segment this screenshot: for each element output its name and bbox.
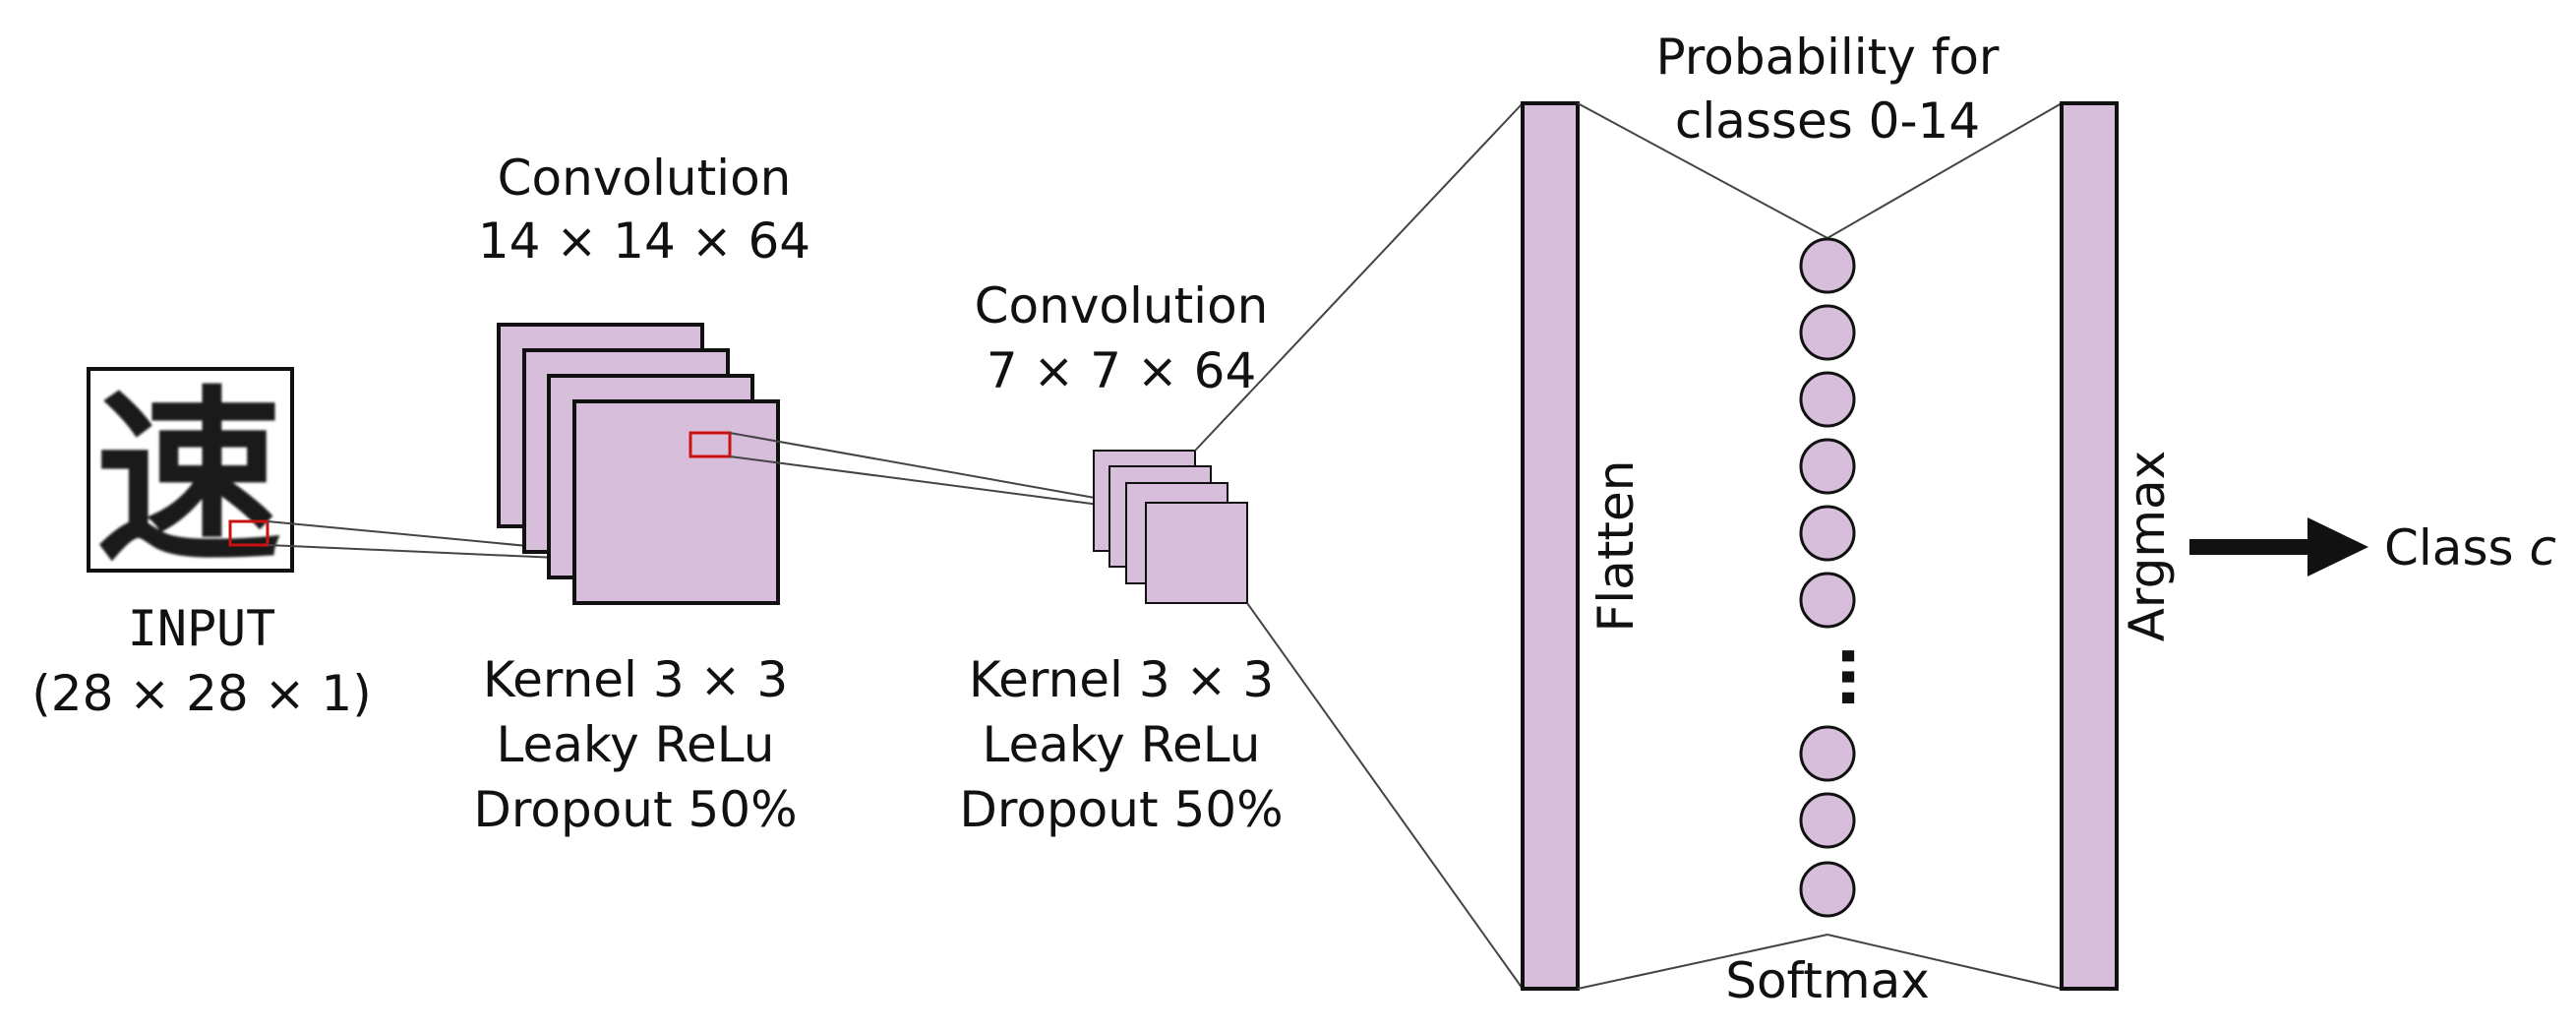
arrow-right-icon <box>2189 517 2368 576</box>
softmax-neuron <box>1799 505 1856 562</box>
input-block: 速 INPUT (28 × 28 × 1) <box>31 367 372 722</box>
output-block: Class c <box>2189 517 2556 576</box>
conv2-activation-label: Leaky ReLu <box>983 716 1261 773</box>
conv1-receptive-field <box>689 431 732 458</box>
conv2-kernel-label: Kernel 3 × 3 <box>969 651 1274 708</box>
softmax-neuron <box>1799 237 1856 294</box>
argmax-layer: Argmax <box>2060 101 2176 991</box>
input-shape-label: (28 × 28 × 1) <box>31 665 371 722</box>
softmax-neuron <box>1799 304 1856 361</box>
softmax-layer: Probability for classes 0-14 … Softmax <box>1656 29 2000 1009</box>
conv1-feature-map <box>572 399 780 605</box>
softmax-neuron <box>1799 725 1856 782</box>
softmax-neuron <box>1799 572 1856 629</box>
softmax-ellipsis: … <box>1827 645 1899 708</box>
conv2-dropout-label: Dropout 50% <box>959 781 1283 838</box>
conv1-shape: 14 × 14 × 64 <box>478 212 810 270</box>
conv2-shape: 7 × 7 × 64 <box>987 342 1257 399</box>
dense-connectors <box>1577 102 2063 990</box>
conv2-block: Convolution 7 × 7 × 64 Kernel 3 × 3 Leak… <box>959 277 1283 838</box>
conv2-to-flatten-connector <box>1194 102 1524 990</box>
softmax-neuron <box>1799 438 1856 495</box>
argmax-bar <box>2060 101 2119 991</box>
input-glyph: 速 <box>95 368 282 587</box>
softmax-label: Softmax <box>1725 952 1930 1009</box>
conv2-title: Convolution <box>975 277 1269 334</box>
conv1-kernel-label: Kernel 3 × 3 <box>483 651 788 708</box>
softmax-neuron <box>1799 792 1856 849</box>
input-image-frame <box>87 367 294 573</box>
flatten-label: Flatten <box>1588 460 1645 633</box>
flatten-bar <box>1521 101 1580 991</box>
softmax-classes: classes 0-14 <box>1675 92 1980 150</box>
input-label: INPUT <box>128 600 276 657</box>
softmax-title: Probability for <box>1656 29 2000 86</box>
conv1-activation-label: Leaky ReLu <box>497 716 775 773</box>
conv1-title: Convolution <box>498 150 792 207</box>
softmax-neuron <box>1799 861 1856 918</box>
argmax-label: Argmax <box>2119 451 2176 642</box>
conv1-block: Convolution 14 × 14 × 64 Kernel 3 × 3 Le… <box>473 150 810 838</box>
output-class-label: Class c <box>2384 519 2556 576</box>
flatten-layer: Flatten <box>1521 101 1645 991</box>
conv1-dropout-label: Dropout 50% <box>473 781 797 838</box>
input-receptive-field <box>228 519 270 547</box>
conv2-feature-map <box>1145 502 1248 604</box>
softmax-neuron <box>1799 371 1856 428</box>
